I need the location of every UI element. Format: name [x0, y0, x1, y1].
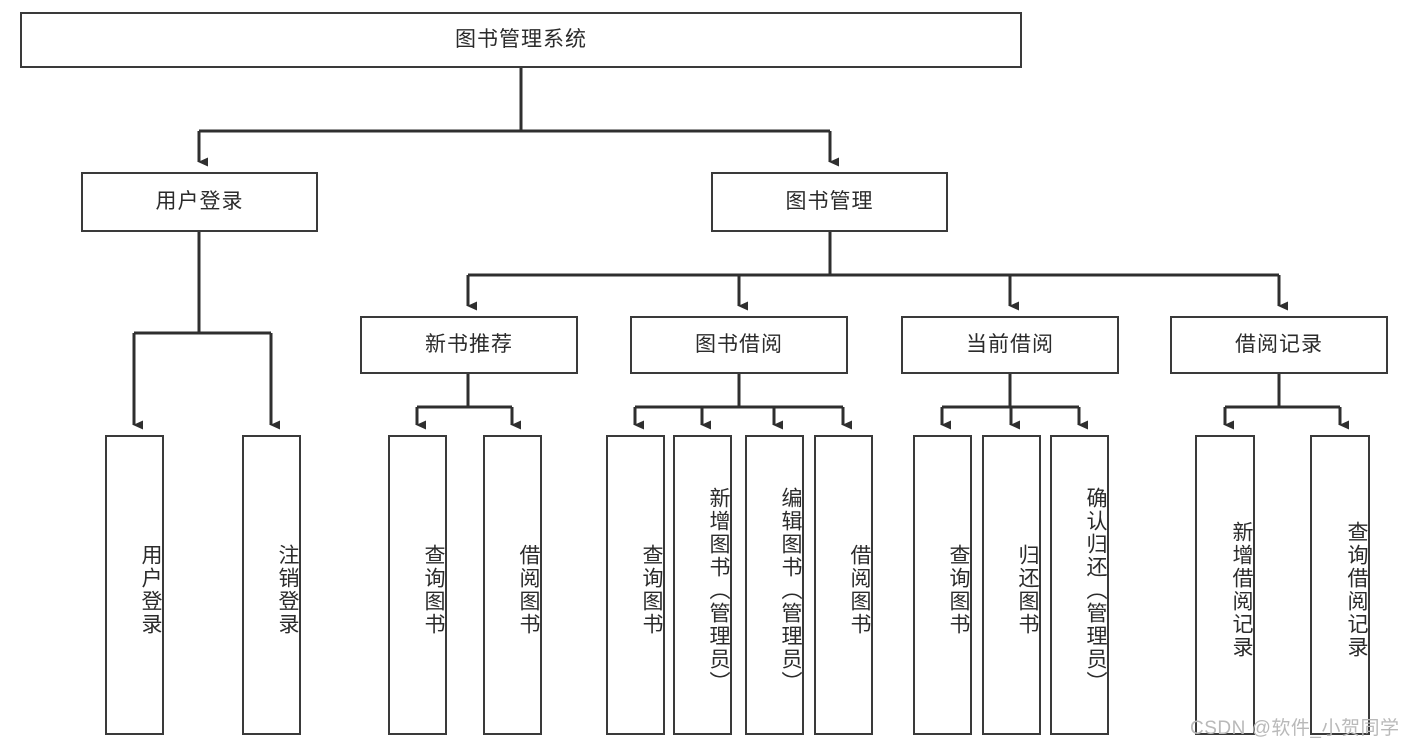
node-current-borrow[interactable]: 当前借阅	[901, 316, 1119, 374]
node-leaf-borrow-book-2[interactable]: 借阅图书	[814, 435, 873, 735]
node-book-borrow[interactable]: 图书借阅	[630, 316, 848, 374]
node-leaf-query-book-2[interactable]: 查询图书	[606, 435, 665, 735]
node-leaf-add-record[interactable]: 新增借阅记录	[1195, 435, 1255, 735]
node-leaf-edit-book-label: 编辑图书（管理员）	[779, 486, 802, 694]
node-leaf-logout-label: 注销登录	[276, 544, 299, 636]
csdn-watermark: CSDN @软件_小贺同学	[1190, 718, 1400, 739]
node-leaf-edit-book[interactable]: 编辑图书（管理员）	[745, 435, 804, 735]
node-book-borrow-label: 图书借阅	[695, 332, 783, 356]
node-book-manage-label: 图书管理	[785, 189, 874, 213]
node-leaf-return-book-label: 归还图书	[1016, 544, 1039, 636]
node-new-book-rec[interactable]: 新书推荐	[360, 316, 578, 374]
node-leaf-confirm-return-label: 确认归还（管理员）	[1084, 486, 1107, 694]
node-user-login[interactable]: 用户登录	[81, 172, 318, 232]
node-leaf-confirm-return[interactable]: 确认归还（管理员）	[1050, 435, 1109, 735]
node-current-borrow-label: 当前借阅	[966, 332, 1054, 356]
node-borrow-record[interactable]: 借阅记录	[1170, 316, 1388, 374]
node-leaf-query-record-label: 查询借阅记录	[1345, 521, 1368, 659]
node-leaf-add-book[interactable]: 新增图书（管理员）	[673, 435, 732, 735]
node-leaf-query-book-3[interactable]: 查询图书	[913, 435, 972, 735]
node-leaf-add-book-label: 新增图书（管理员）	[707, 486, 730, 694]
node-leaf-borrow-book-1[interactable]: 借阅图书	[483, 435, 542, 735]
node-book-manage[interactable]: 图书管理	[711, 172, 948, 232]
node-leaf-user-login[interactable]: 用户登录	[105, 435, 164, 735]
node-leaf-query-book-2-label: 查询图书	[640, 544, 663, 636]
node-root[interactable]: 图书管理系统	[20, 12, 1022, 68]
node-borrow-record-label: 借阅记录	[1235, 332, 1323, 356]
node-user-login-label: 用户登录	[155, 189, 244, 213]
node-new-book-rec-label: 新书推荐	[425, 332, 513, 356]
node-leaf-query-book-1[interactable]: 查询图书	[388, 435, 447, 735]
node-leaf-user-login-label: 用户登录	[139, 544, 162, 636]
node-leaf-query-record[interactable]: 查询借阅记录	[1310, 435, 1370, 735]
node-leaf-logout[interactable]: 注销登录	[242, 435, 301, 735]
node-leaf-borrow-book-2-label: 借阅图书	[848, 544, 871, 636]
node-leaf-return-book[interactable]: 归还图书	[982, 435, 1041, 735]
node-leaf-borrow-book-1-label: 借阅图书	[517, 544, 540, 636]
node-leaf-query-book-3-label: 查询图书	[947, 544, 970, 636]
node-leaf-add-record-label: 新增借阅记录	[1230, 521, 1253, 659]
node-leaf-query-book-1-label: 查询图书	[422, 544, 445, 636]
node-root-label: 图书管理系统	[455, 27, 587, 51]
